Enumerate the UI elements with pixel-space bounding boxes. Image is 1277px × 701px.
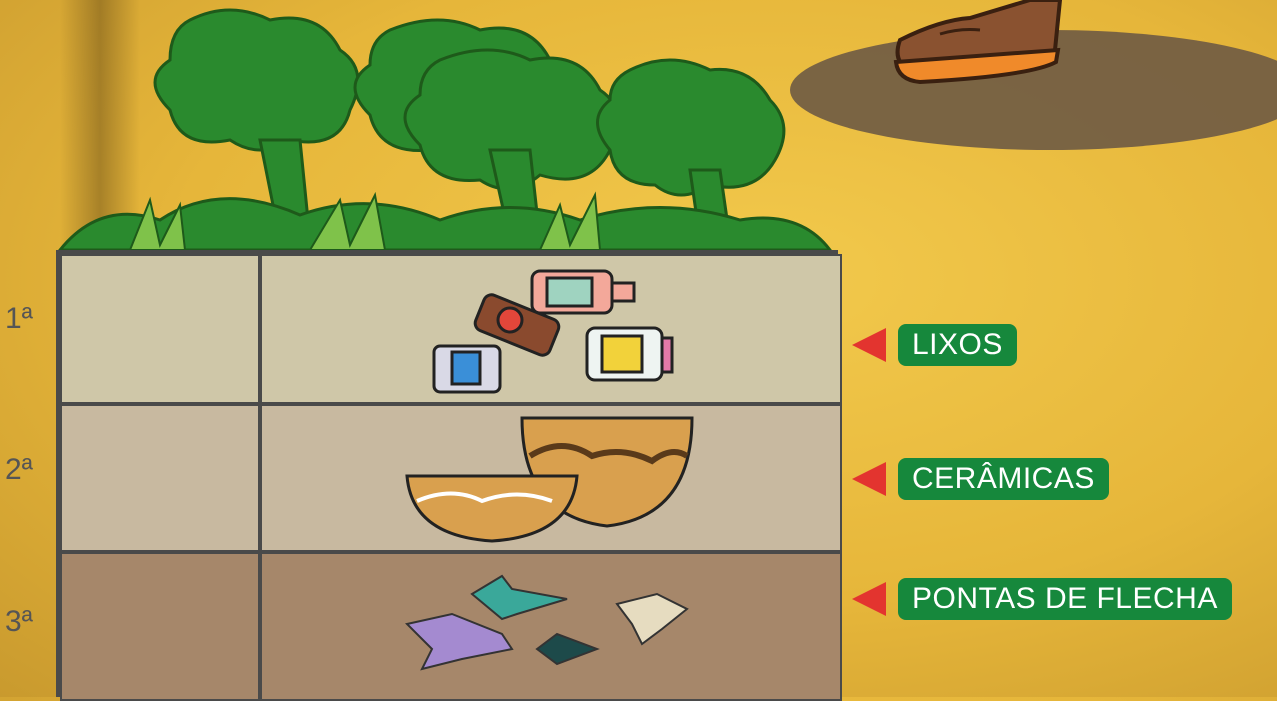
arrow-left-icon <box>852 462 886 496</box>
layer-1-content <box>260 254 842 404</box>
label-row-3: PONTAS DE FLECHA <box>852 578 1232 620</box>
layer-3-content <box>260 552 842 701</box>
layer-3-left <box>60 552 260 701</box>
layer-label-3: PONTAS DE FLECHA <box>898 578 1232 620</box>
layer-number-3: 3ª <box>5 605 33 639</box>
arrow-left-icon <box>852 582 886 616</box>
layer-2-content <box>260 404 842 552</box>
layer-label-2: CERÂMICAS <box>898 458 1109 500</box>
layer-number-2: 2ª <box>5 453 33 487</box>
pottery-illustration <box>262 406 840 550</box>
label-row-1: LIXOS <box>852 324 1017 366</box>
layer-1-left <box>60 254 260 404</box>
arrowheads-illustration <box>262 554 840 699</box>
boot-icon <box>880 0 1080 90</box>
layer-label-1: LIXOS <box>898 324 1017 366</box>
trash-illustration <box>262 256 840 402</box>
arrow-left-icon <box>852 328 886 362</box>
layer-number-1: 1ª <box>5 302 33 336</box>
trees-illustration <box>40 0 840 260</box>
strata-grid <box>56 250 838 697</box>
layer-2-left <box>60 404 260 552</box>
label-row-2: CERÂMICAS <box>852 458 1109 500</box>
